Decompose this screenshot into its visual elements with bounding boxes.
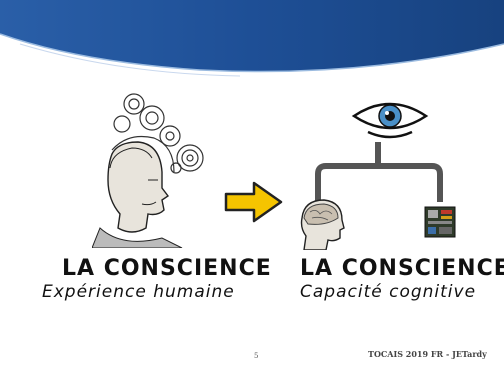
connector-lines (315, 142, 443, 202)
right-subtitle: Capacité cognitive (300, 282, 477, 302)
brain-head-icon (300, 199, 345, 250)
circuit-board-icon (424, 206, 456, 238)
head-with-gears-illustration (92, 93, 204, 248)
footer-credit: TOCAIS 2019 FR - JETardy (368, 349, 487, 359)
left-title: LA CONSCIENCE (62, 256, 272, 281)
eye-icon (351, 102, 429, 139)
right-title: LA CONSCIENCE (300, 256, 504, 281)
header-banner (0, 0, 504, 77)
page-number: 5 (254, 352, 259, 360)
left-subtitle: Expérience humaine (42, 282, 235, 302)
arrow-icon (224, 181, 283, 223)
